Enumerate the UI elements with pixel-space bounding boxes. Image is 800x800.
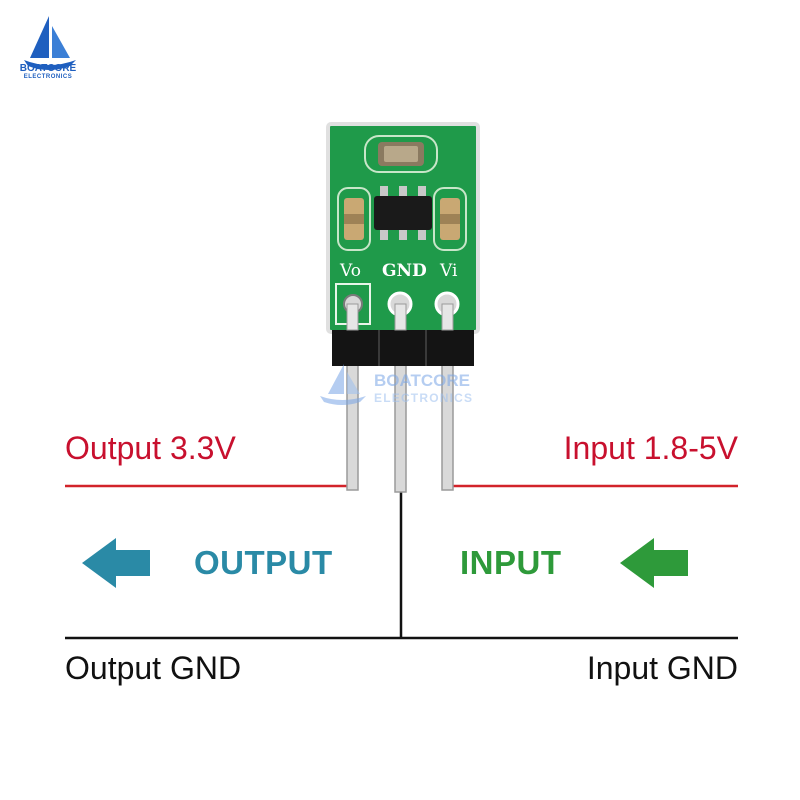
input-arrow-icon	[620, 538, 688, 588]
pin-header-block	[332, 330, 474, 366]
silk-vo: Vo	[339, 261, 361, 281]
input-voltage-label: Input 1.8-5V	[563, 430, 738, 466]
regulator-ic	[374, 196, 432, 230]
input-word-label: INPUT	[460, 544, 562, 581]
watermark-brand: BOATCORE	[374, 371, 470, 390]
watermark-tagline: ELECTRONICS	[374, 391, 473, 405]
input-gnd-label: Input GND	[586, 650, 738, 686]
output-arrow-icon	[82, 538, 150, 588]
regulator-module: Vo GND Vi	[326, 122, 480, 493]
watermark: BOATCORE ELECTRONICS	[320, 364, 473, 405]
capacitor-left-pad	[337, 187, 371, 251]
watermark-logo-icon	[320, 364, 366, 405]
output-voltage-label: Output 3.3V	[65, 430, 236, 466]
capacitor-right-pad	[433, 187, 467, 251]
silk-gnd: GND	[382, 261, 427, 281]
logo-text: BOATCORE ELECTRONICS	[16, 64, 80, 82]
output-gnd-label: Output GND	[65, 650, 242, 686]
inductor-pad	[364, 135, 438, 173]
boatcore-logo-icon	[24, 16, 76, 70]
logo-tagline: ELECTRONICS	[23, 74, 73, 80]
silk-vi: Vi	[439, 261, 458, 281]
logo-brand: BOATCORE	[19, 63, 77, 74]
output-word-label: OUTPUT	[194, 544, 333, 581]
